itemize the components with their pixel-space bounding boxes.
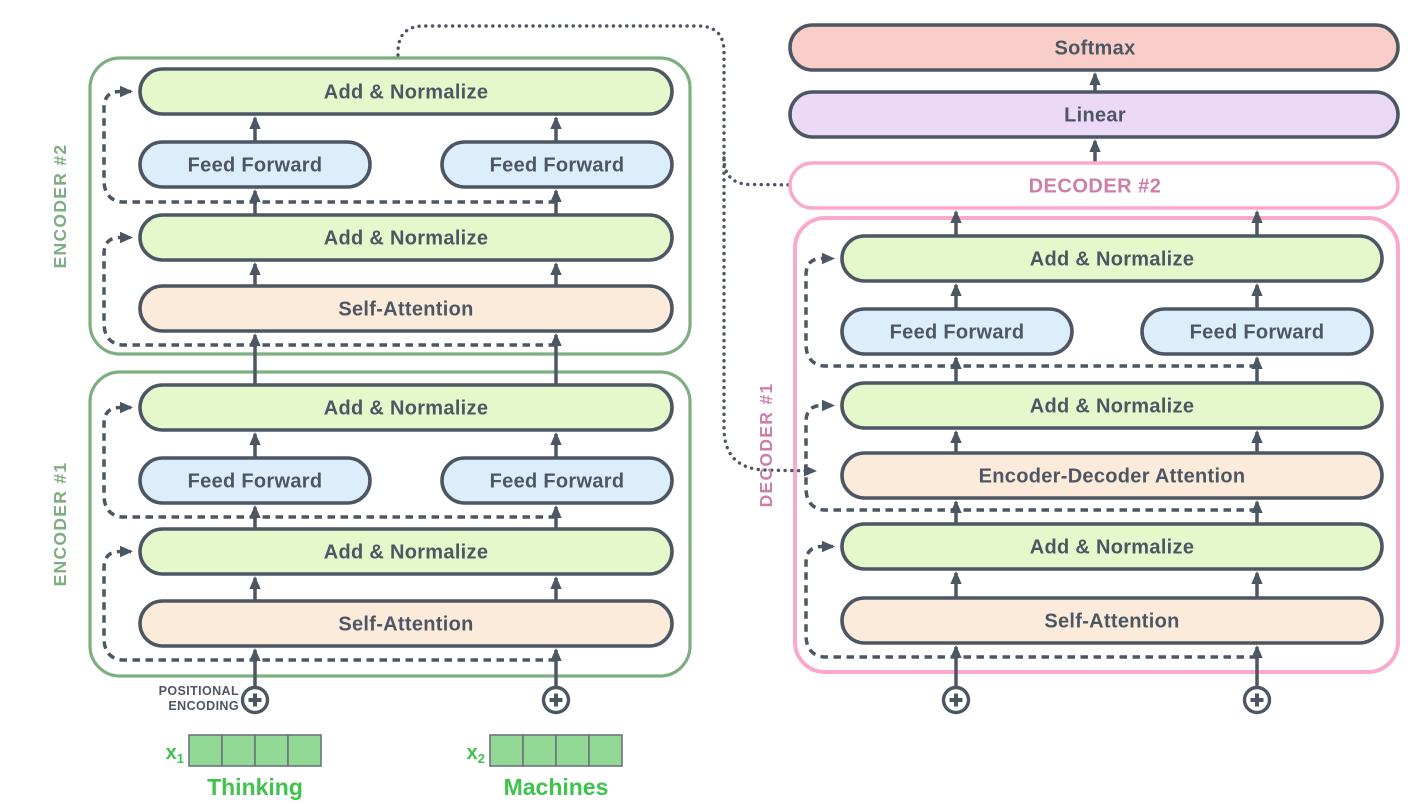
- dec1-feed-forward-left: [840, 307, 1074, 356]
- x2-symbol: x: [467, 742, 478, 764]
- dec1-add-normalize-mid-label: Add & Normalize: [1030, 396, 1195, 418]
- plus-node-dec-left: [941, 685, 971, 715]
- enc2-add-normalize-mid-label: Add & Normalize: [324, 228, 489, 250]
- enc1-self-attention-label: Self-Attention: [338, 614, 473, 636]
- dec1-self-attention: [840, 596, 1384, 645]
- input-word-thinking: Thinking: [207, 774, 303, 800]
- positional-encoding-label-line1: POSITIONAL: [159, 684, 239, 698]
- enc2-feed-forward-left: [138, 140, 372, 189]
- decoder2-box: [788, 161, 1400, 210]
- embedding-cell: [221, 734, 256, 767]
- enc1-add-normalize-top-label: Add & Normalize: [324, 398, 489, 420]
- enc2-feed-forward-right-label: Feed Forward: [490, 155, 625, 177]
- enc2-add-normalize-top-label: Add & Normalize: [324, 82, 489, 104]
- dec1-add-normalize-top: [840, 234, 1384, 283]
- embedding-cell: [555, 734, 590, 767]
- embedding-cell: [287, 734, 322, 767]
- dec1-encoder-decoder-attention: [840, 451, 1384, 500]
- encoder2-rows: Add & Normalize Feed Forward Feed Forwar…: [138, 67, 674, 333]
- encoder-to-decoder-attention-path: [396, 24, 817, 477]
- embedding-x1: x1 Thinking: [166, 734, 322, 800]
- enc1-add-normalize-top: [138, 383, 674, 432]
- residual-enc2-selfattn: [102, 231, 556, 347]
- dec1-add-normalize-top-label: Add & Normalize: [1030, 249, 1195, 271]
- softmax-box: [788, 23, 1400, 72]
- embedding-cell: [522, 734, 557, 767]
- plus-node-enc-right: [541, 685, 571, 715]
- decoder1-rows: Add & Normalize Feed Forward Feed Forwar…: [840, 234, 1384, 645]
- x2-subscript: 2: [478, 751, 485, 766]
- enc2-self-attention-label: Self-Attention: [338, 299, 473, 321]
- enc2-feed-forward-right: [440, 140, 674, 189]
- svg-text:x1: x1: [166, 742, 184, 766]
- dec1-add-normalize-bottom-label: Add & Normalize: [1030, 537, 1195, 559]
- enc1-feed-forward-right: [440, 456, 674, 505]
- enc1-feed-forward-right-label: Feed Forward: [490, 471, 625, 493]
- embedding-cell: [254, 734, 289, 767]
- dec1-feed-forward-right-label: Feed Forward: [1190, 322, 1325, 344]
- dec1-feed-forward-right: [1140, 307, 1374, 356]
- enc2-add-normalize-top: [138, 67, 674, 116]
- enc1-add-normalize-mid-label: Add & Normalize: [324, 542, 489, 564]
- dec1-feed-forward-left-label: Feed Forward: [890, 322, 1025, 344]
- dec1-add-normalize-bottom: [840, 522, 1384, 571]
- dec1-self-attention-label: Self-Attention: [1044, 611, 1179, 633]
- softmax-label: Softmax: [1054, 38, 1135, 60]
- embedding-cell: [588, 734, 623, 767]
- positional-encoding-label-line2: ENCODING: [168, 699, 239, 713]
- linear-box: [788, 90, 1400, 139]
- x1-subscript: 1: [177, 751, 184, 766]
- decoder1-side-label: DECODER #1: [756, 383, 776, 508]
- residual-dec1-ff: [804, 252, 1257, 368]
- embedding-x2: x2 Machines: [467, 734, 623, 800]
- decoder2-label: DECODER #2: [1029, 176, 1162, 198]
- svg-text:x2: x2: [467, 742, 485, 766]
- plus-node-dec-right: [1242, 685, 1272, 715]
- residual-enc1-ff: [102, 401, 556, 519]
- input-word-machines: Machines: [504, 774, 609, 800]
- enc2-feed-forward-left-label: Feed Forward: [188, 155, 323, 177]
- residual-dec1-encdec: [804, 399, 1257, 512]
- encoder2-side-label: ENCODER #2: [50, 144, 70, 269]
- encoder1-rows: Add & Normalize Feed Forward Feed Forwar…: [138, 383, 674, 648]
- dec1-add-normalize-mid: [840, 381, 1384, 430]
- enc2-self-attention: [138, 284, 674, 333]
- encoder2-box: [88, 56, 692, 356]
- plus-node-enc-left: [240, 685, 270, 715]
- enc1-feed-forward-left-label: Feed Forward: [188, 471, 323, 493]
- residual-enc1-selfattn: [102, 545, 556, 662]
- embedding-cell: [188, 734, 223, 767]
- residual-dec1-selfattn: [804, 540, 1257, 659]
- x1-symbol: x: [166, 742, 177, 764]
- enc1-add-normalize-mid: [138, 527, 674, 576]
- enc1-self-attention: [138, 599, 674, 648]
- dec1-encoder-decoder-attention-label: Encoder-Decoder Attention: [979, 466, 1246, 488]
- linear-label: Linear: [1064, 105, 1126, 127]
- enc1-feed-forward-left: [138, 456, 372, 505]
- embedding-cell: [489, 734, 524, 767]
- encoder1-side-label: ENCODER #1: [50, 462, 70, 587]
- enc2-add-normalize-mid: [138, 213, 674, 262]
